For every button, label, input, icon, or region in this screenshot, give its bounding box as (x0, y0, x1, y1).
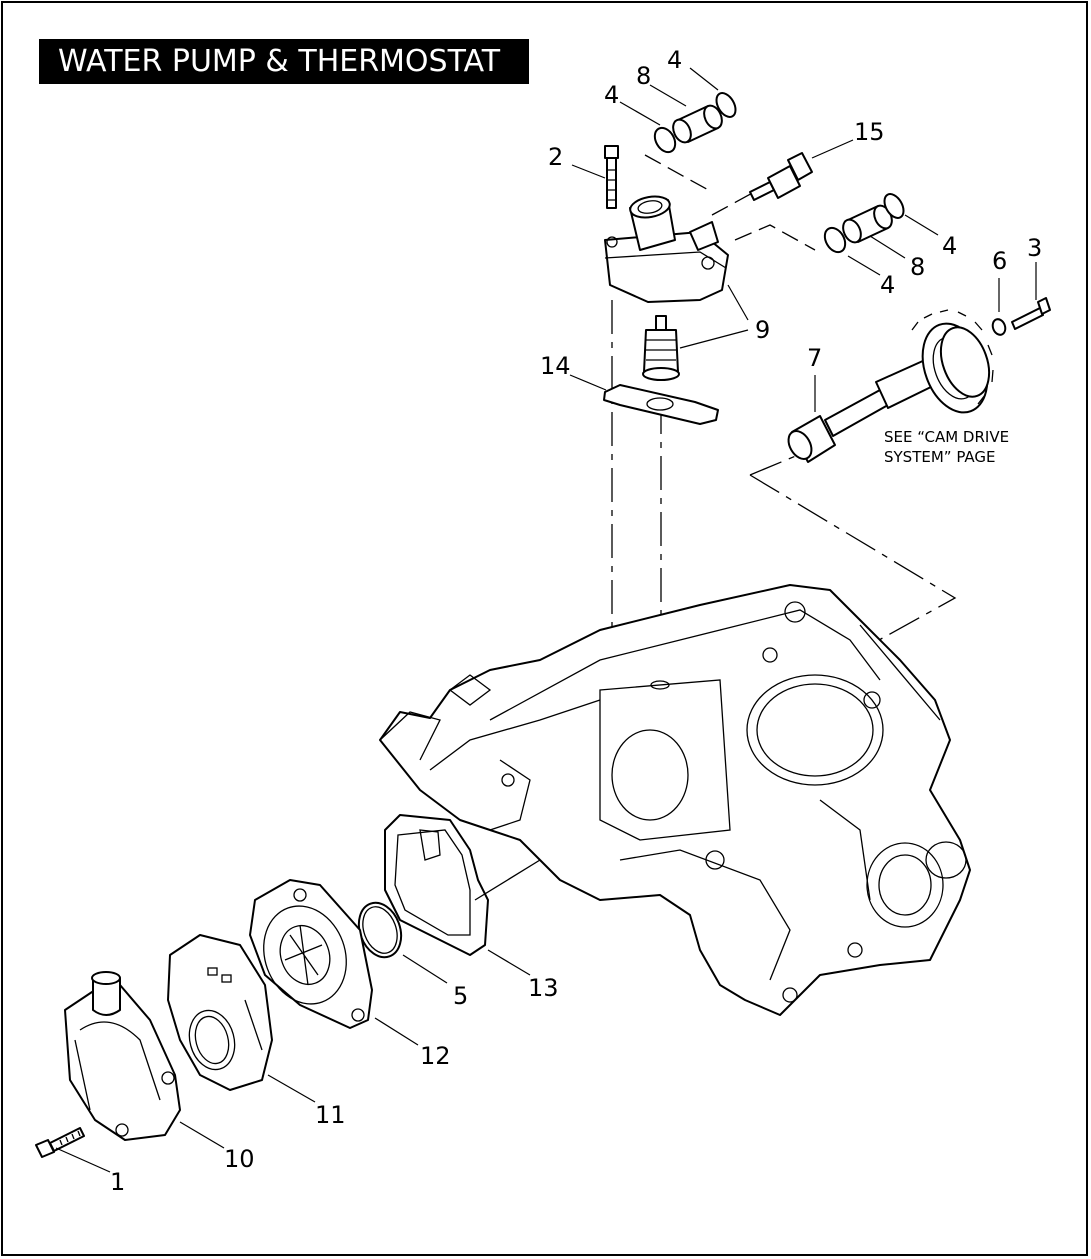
callout-9: 9 (755, 316, 770, 344)
callout-13: 13 (528, 974, 559, 1002)
callout-14: 14 (540, 352, 571, 380)
callout-11: 11 (315, 1101, 346, 1129)
callout-1: 1 (110, 1168, 125, 1196)
callout-4-upper-right: 4 (667, 46, 682, 74)
part-14-gasket (603, 384, 719, 425)
part-9-thermostat-housing (604, 195, 729, 303)
part-9-thermostat (642, 315, 680, 381)
callout-10: 10 (224, 1145, 255, 1173)
part-13-gasket (384, 814, 541, 956)
callout-5: 5 (453, 982, 468, 1010)
callout-7: 7 (807, 344, 822, 372)
part-3-bolt (1011, 297, 1051, 330)
part-6-washer (991, 318, 1007, 336)
leader-lines (55, 67, 1037, 1173)
callout-6: 6 (992, 247, 1007, 275)
part-12-pump-body (249, 879, 373, 1029)
part-7-drive-shaft (787, 309, 994, 463)
callout-2: 2 (548, 143, 563, 171)
callout-labels: 1 2 3 4 4 4 4 5 6 7 8 8 9 10 11 12 13 14… (110, 46, 1042, 1196)
part-10-outer-cover (64, 971, 181, 1141)
note-line-1: SEE “CAM DRIVE (884, 428, 1009, 446)
right-fitting-assembly (823, 193, 905, 254)
note-line-2: SYSTEM” PAGE (884, 448, 996, 466)
upper-fitting-assembly (653, 92, 737, 154)
callout-4-right-upper: 4 (942, 232, 957, 260)
reference-note: SEE “CAM DRIVE SYSTEM” PAGE (884, 428, 1009, 466)
callout-8-right: 8 (910, 253, 925, 281)
callout-8-upper: 8 (636, 62, 651, 90)
part-1-bolt (35, 1127, 85, 1158)
callout-4-right-lower: 4 (880, 271, 895, 299)
part-15-temperature-sensor (749, 152, 813, 201)
part-11-cover-plate (167, 934, 273, 1091)
callout-12: 12 (420, 1042, 451, 1070)
callout-3: 3 (1027, 234, 1042, 262)
diagram-title: WATER PUMP & THERMOSTAT (39, 39, 529, 84)
callout-4-upper-left: 4 (604, 81, 619, 109)
crankcase-housing (379, 584, 971, 1016)
callout-15: 15 (854, 118, 885, 146)
part-2-bolt (604, 145, 619, 209)
